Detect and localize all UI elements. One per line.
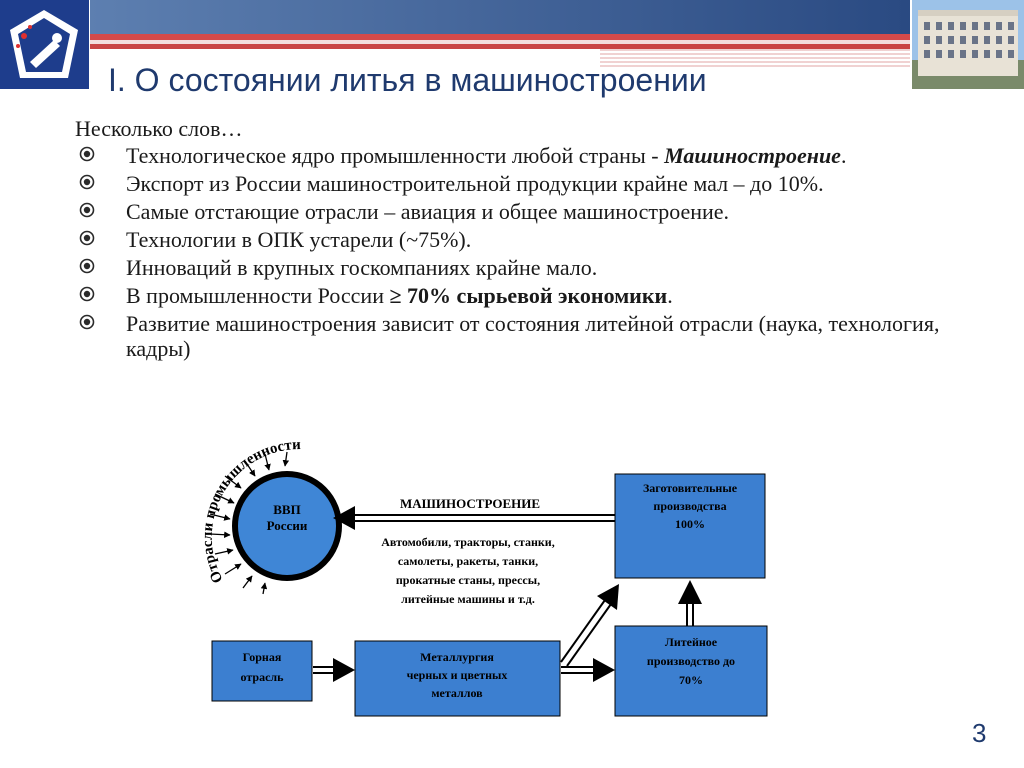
bullet-item: Экспорт из России машиностроительной про… <box>75 171 955 196</box>
bullet-text: . <box>667 283 673 308</box>
gdp-label-2: России <box>267 518 308 533</box>
arrow-up <box>678 580 702 626</box>
slide-title: I. О состоянии литья в машиностроении <box>108 62 707 98</box>
machine-building-arrow <box>333 506 615 530</box>
products-line: Автомобили, тракторы, станки, <box>381 535 554 549</box>
circle-bullet-icon <box>79 314 95 330</box>
products-line: самолеты, ракеты, танки, <box>398 554 538 568</box>
bullet-text: . <box>840 143 847 168</box>
bullet-text: Машиностроение <box>664 143 841 168</box>
bullet-text: Технологии в ОПК устарели (~75%). <box>126 227 472 252</box>
box-metall-line: Металлургия <box>420 650 494 664</box>
gdp-label-1: ВВП <box>273 502 300 517</box>
box-liteinoe-line: Литейное <box>665 635 718 649</box>
gdp-circle <box>232 471 342 581</box>
box-metall-line: черных и цветных <box>407 668 508 682</box>
bullet-item: В промышленности России ≥ 70% сырьевой э… <box>75 283 955 308</box>
header-stripe <box>90 40 910 44</box>
circle-bullet-icon <box>79 174 95 190</box>
arrow-gornaya-metall <box>313 658 355 682</box>
bullet-text: Технологическое ядро промышленности любо… <box>126 143 665 168</box>
bullet-item: Инноваций в крупных госкомпаниях крайне … <box>75 255 955 280</box>
box-gornaya <box>211 640 313 702</box>
bullet-text: Инноваций в крупных госкомпаниях крайне … <box>126 255 598 280</box>
products-line: прокатные станы, прессы, <box>396 573 540 587</box>
box-liteinoe-line: 70% <box>679 673 703 687</box>
bullet-item: Технологии в ОПК устарели (~75%). <box>75 227 955 252</box>
machine-building-label: МАШИНОСТРОЕНИЕ <box>400 496 540 511</box>
bullet-text: Самые отстающие отрасли – авиация и обще… <box>126 199 730 224</box>
box-zagot-line: Заготовительные <box>643 481 738 495</box>
header-stripe <box>90 34 910 40</box>
circle-bullet-icon <box>79 202 95 218</box>
logo <box>0 0 89 89</box>
box-zagot-line: производства <box>653 499 726 513</box>
circle-bullet-icon <box>79 146 95 162</box>
circle-bullet-icon <box>79 258 95 274</box>
bullet-text: В промышленности России <box>126 283 390 308</box>
bullet-item: Развитие машиностроения зависит от состо… <box>75 311 955 361</box>
bullet-text: ≥ 70% сырьевой экономики <box>389 283 668 308</box>
arrow-diagonal <box>560 584 619 667</box>
products-list: Автомобили, тракторы, станки, самолеты, … <box>381 535 554 606</box>
industry-diagram: Отрасли промышленности ВВП России МАШИНО… <box>185 436 825 741</box>
box-liteinoe <box>614 625 768 717</box>
box-zagot-line: 100% <box>675 517 705 531</box>
box-gornaya-line: Горная <box>243 650 282 664</box>
bullet-text: Развитие машиностроения зависит от состо… <box>126 311 940 361</box>
header-band <box>90 0 910 34</box>
header-stripe <box>600 49 910 67</box>
box-gornaya-line: отрасль <box>241 670 285 684</box>
intro-text: Несколько слов… <box>75 116 243 141</box>
header-stripe <box>90 44 910 49</box>
incoming-arrows <box>209 451 290 595</box>
box-metall-line: металлов <box>431 686 483 700</box>
box-zagotovitelnye <box>614 473 766 579</box>
bullet-item: Технологическое ядро промышленности любо… <box>75 143 955 168</box>
page-number: 3 <box>972 718 987 748</box>
circle-bullet-icon <box>79 286 95 302</box>
bullet-item: Самые отстающие отрасли – авиация и обще… <box>75 199 955 224</box>
bullet-text: Экспорт из России машиностроительной про… <box>126 171 824 196</box>
circle-bullet-icon <box>79 230 95 246</box>
box-liteinoe-line: производство до <box>647 654 735 668</box>
slide-body: Несколько слов… Технологическое ядро про… <box>75 116 955 364</box>
bullet-list: Технологическое ядро промышленности любо… <box>75 143 955 361</box>
building-photo <box>912 0 1024 89</box>
products-line: литейные машины и т.д. <box>401 592 535 606</box>
arrow-metall-liteinoe <box>561 658 615 682</box>
box-metallurgiya <box>354 640 561 717</box>
